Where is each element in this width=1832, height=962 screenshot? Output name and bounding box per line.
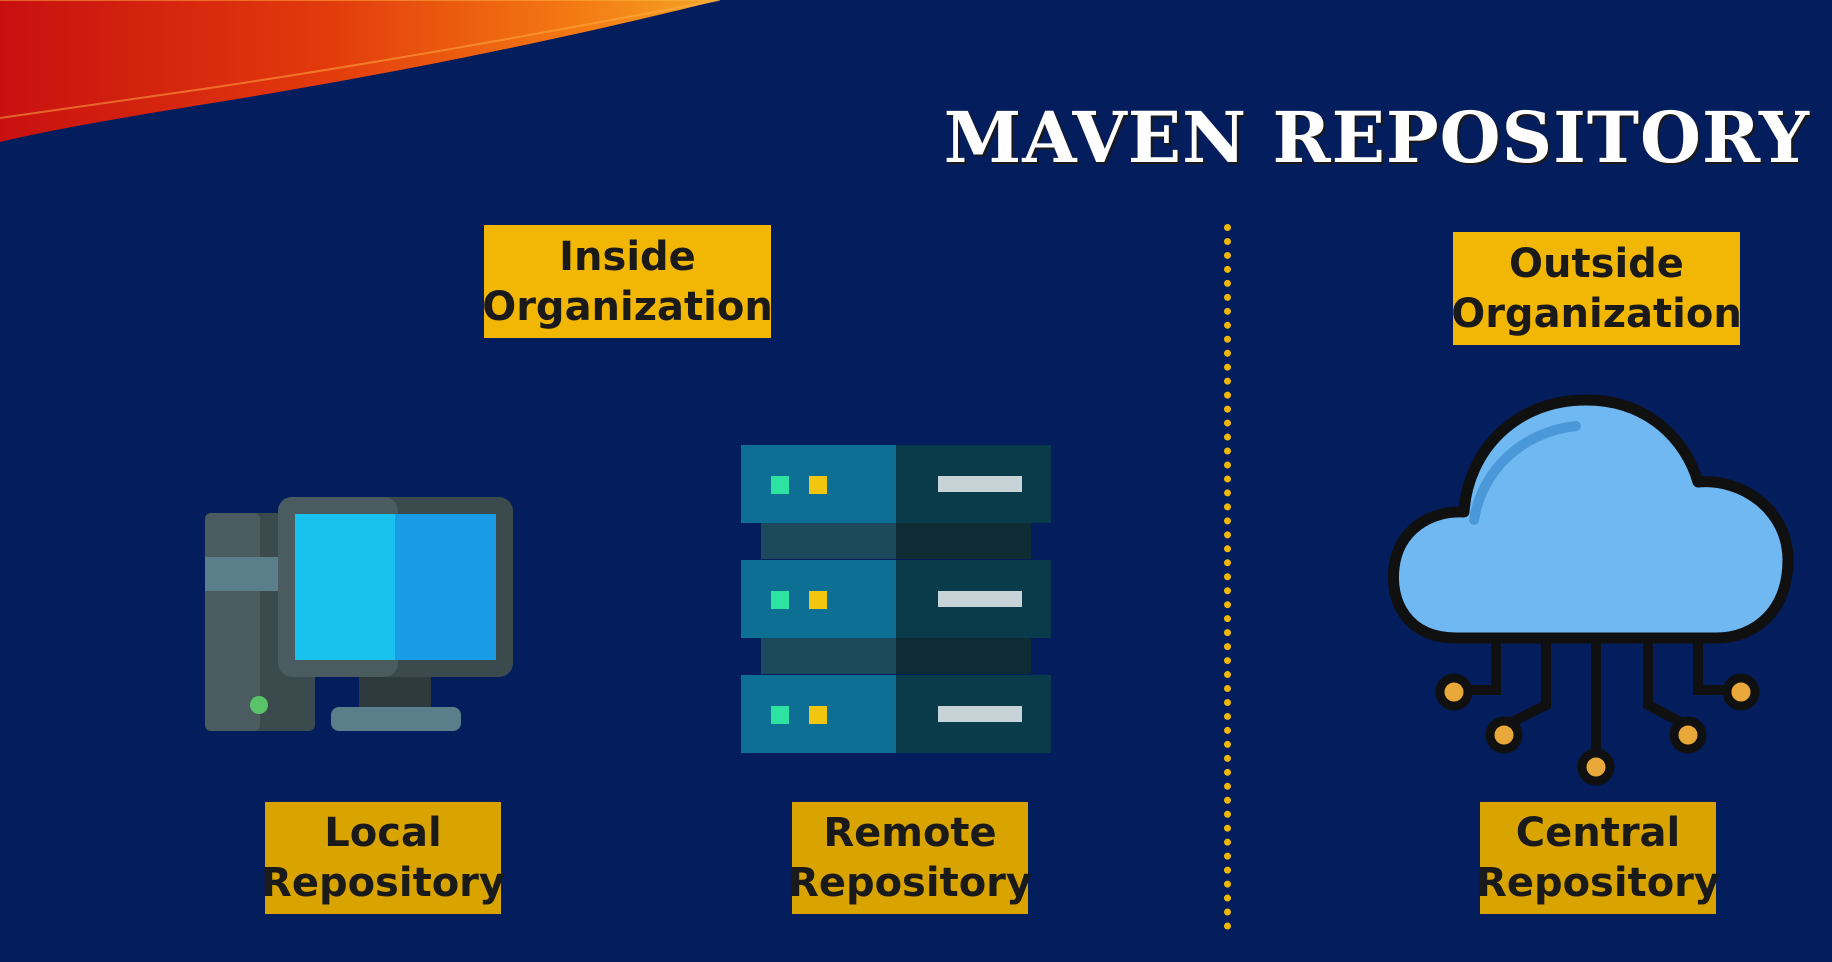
remote-repository-label: Remote Repository xyxy=(788,802,1032,914)
server-rack-icon xyxy=(741,445,1051,753)
remote-repository-line2: Repository xyxy=(788,860,1032,906)
inside-organization-label: Inside Organization xyxy=(482,225,773,338)
outside-organization-line1: Outside xyxy=(1509,240,1684,287)
central-repository-line1: Central xyxy=(1515,810,1681,856)
organization-divider xyxy=(1224,224,1231,930)
central-repository-line2: Repository xyxy=(1476,860,1720,906)
cloud-network-icon xyxy=(1387,394,1794,786)
outside-organization-label: Outside Organization xyxy=(1451,232,1742,345)
inside-organization-line2: Organization xyxy=(482,283,773,330)
remote-repository-line1: Remote xyxy=(823,810,997,856)
local-repository-line2: Repository xyxy=(261,860,505,906)
local-repository-line1: Local xyxy=(324,810,442,856)
central-repository-label: Central Repository xyxy=(1476,802,1720,914)
page-title: MAVEN REPOSITORY xyxy=(943,96,1810,179)
outside-organization-line2: Organization xyxy=(1451,290,1742,337)
decorative-swoosh xyxy=(0,0,721,142)
desktop-computer-icon xyxy=(205,497,513,731)
local-repository-label: Local Repository xyxy=(261,802,505,914)
inside-organization-line1: Inside xyxy=(559,233,696,280)
